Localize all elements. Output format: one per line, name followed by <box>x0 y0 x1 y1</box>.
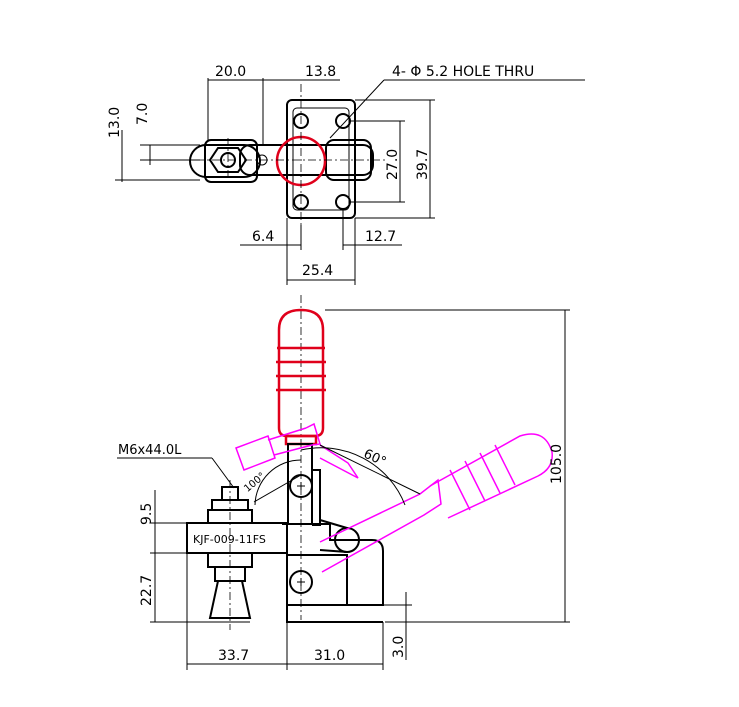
hole-label: 4- Φ 5.2 HOLE THRU <box>392 64 534 80</box>
dim-7-0: 7.0 <box>135 103 151 125</box>
spindle-bolt <box>207 480 253 630</box>
mount-hole <box>335 194 351 210</box>
top-view: 20.0 13.8 4- Φ 5.2 HOLE THRU 13.0 7.0 27… <box>107 64 585 285</box>
mount-hole <box>335 113 351 129</box>
bolt-label: M6x44.0L <box>118 443 182 458</box>
dim-31-0: 31.0 <box>314 648 345 664</box>
dim-9-5: 9.5 <box>139 503 155 525</box>
side-view: KJF-009-11FS <box>117 295 570 670</box>
dim-12-7: 12.7 <box>365 229 396 245</box>
dim-39-7: 39.7 <box>415 149 431 180</box>
dim-27-0: 27.0 <box>385 149 401 180</box>
model-label: KJF-009-11FS <box>193 533 266 546</box>
base-block <box>282 523 384 623</box>
dim-6-4: 6.4 <box>252 229 274 245</box>
dim-25-4: 25.4 <box>302 263 333 279</box>
angle-60: 60° <box>361 447 388 470</box>
dim-105-0: 105.0 <box>549 444 565 484</box>
dim-33-7: 33.7 <box>218 648 249 664</box>
dim-22-7: 22.7 <box>139 575 155 606</box>
angle-100: 100° <box>242 471 268 495</box>
open-position-outline <box>235 422 553 573</box>
dim-20-0: 20.0 <box>215 64 246 80</box>
dim-13-8: 13.8 <box>305 64 336 80</box>
dim-13-0: 13.0 <box>107 107 123 138</box>
top-base-plate <box>286 99 356 219</box>
dim-3-0: 3.0 <box>391 636 407 658</box>
